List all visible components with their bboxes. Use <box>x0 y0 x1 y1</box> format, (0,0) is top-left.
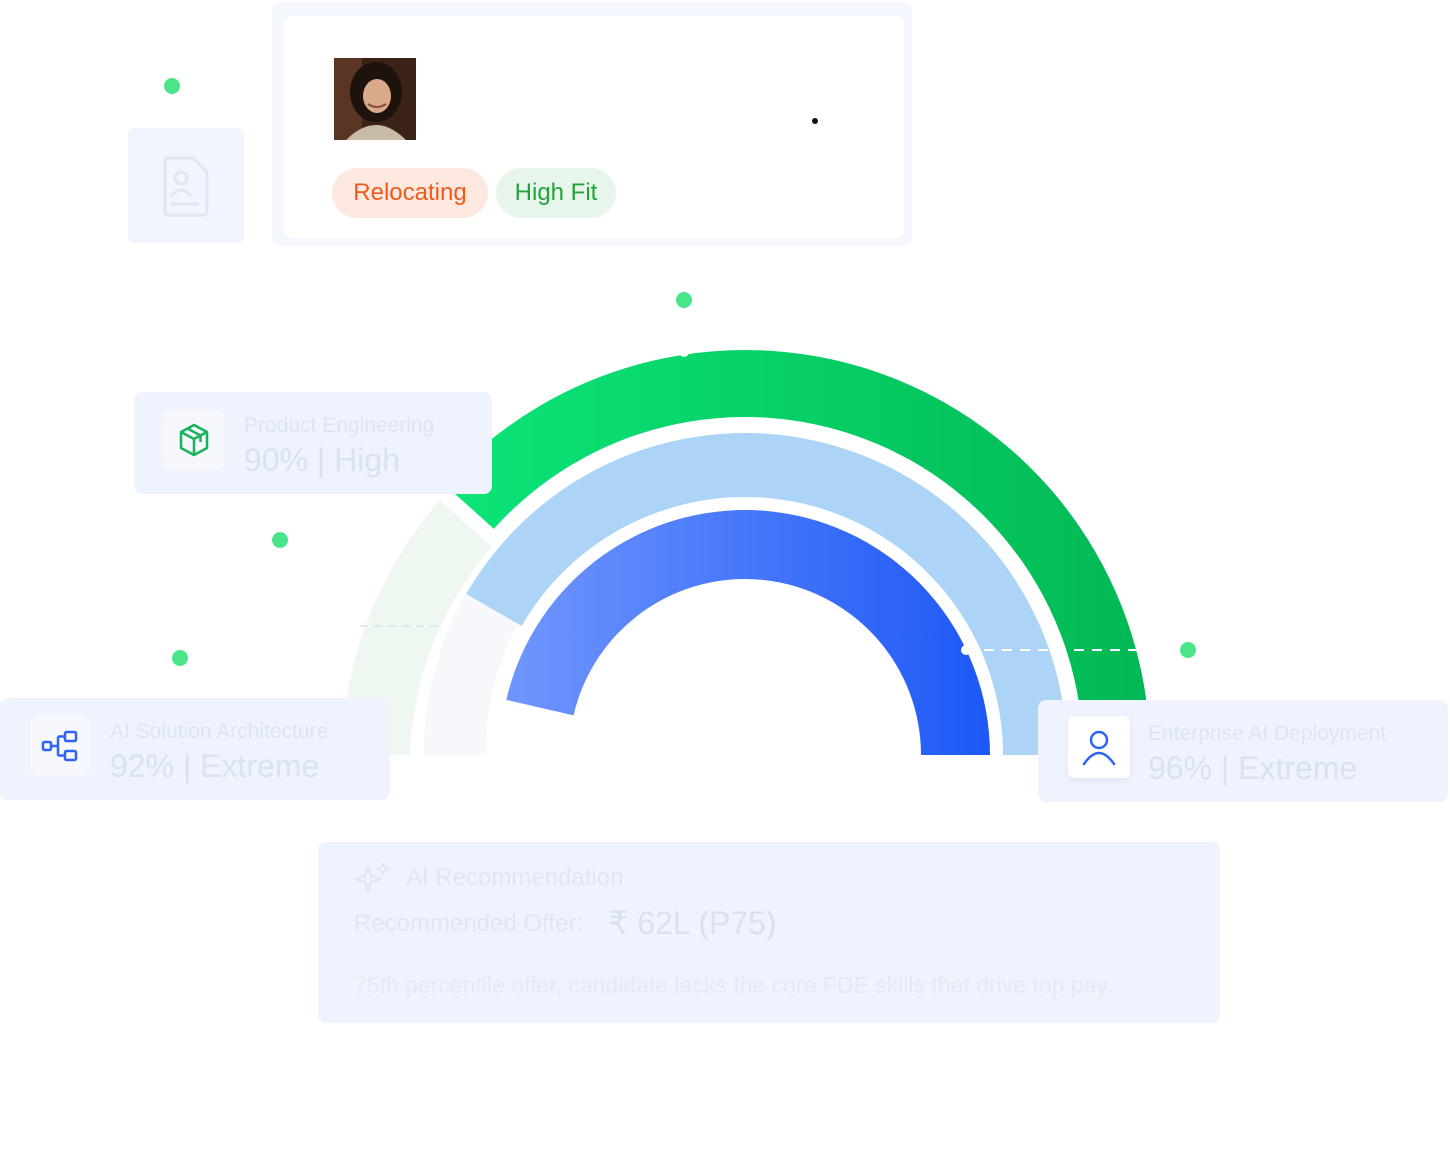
skill-score: 90% | High <box>244 442 400 478</box>
relocating-badge: Relocating <box>332 168 488 218</box>
resume-card[interactable] <box>128 128 244 243</box>
recommendation-title: AI Recommendation <box>406 864 624 891</box>
user-icon-box <box>1068 716 1130 778</box>
connector-dot <box>1180 642 1196 658</box>
status-dot <box>812 118 818 124</box>
connector-dot <box>272 532 288 548</box>
ring-product-engineering <box>444 349 1150 755</box>
product-engineering-card[interactable]: Product Engineering 90% | High <box>134 392 492 494</box>
user-icon <box>1082 730 1116 766</box>
ring-enterprise-ai-deployment <box>506 509 991 755</box>
offer-value: ₹ 62L (P75) <box>608 905 777 941</box>
cube-icon-box <box>164 410 224 470</box>
ring-remainder-outer <box>341 500 492 755</box>
skill-title: AI Solution Architecture <box>110 720 329 743</box>
ring-ai-solution-architecture <box>466 433 1067 755</box>
offer-label: Recommended Offer: <box>354 910 583 937</box>
candidate-profile-card: Relocating High Fit <box>272 2 912 246</box>
connector-dot <box>172 650 188 666</box>
sparkle-icon <box>353 862 390 894</box>
cube-icon <box>179 423 209 457</box>
recommendation-note: 75th percentile offer, candidate lacks t… <box>354 972 1113 998</box>
hierarchy-icon <box>41 730 78 762</box>
ai-recommendation-card: AI Recommendation Recommended Offer: ₹ 6… <box>318 842 1220 1023</box>
skill-score: 96% | Extreme <box>1148 750 1358 786</box>
skill-title: Product Engineering <box>244 414 435 437</box>
ring-remainder-middle <box>423 590 520 755</box>
high-fit-badge: High Fit <box>496 168 616 218</box>
ai-solution-architecture-card[interactable]: AI Solution Architecture 92% | Extreme <box>0 698 390 800</box>
hierarchy-icon-box <box>30 716 90 776</box>
skill-score: 92% | Extreme <box>110 748 320 784</box>
avatar <box>334 58 416 140</box>
connector-dot <box>164 78 180 94</box>
resume-document-icon <box>163 156 209 216</box>
candidate-profile-inner: Relocating High Fit <box>284 16 904 238</box>
connector-dot <box>676 292 692 308</box>
skill-title: Enterprise AI Deployment <box>1148 722 1387 745</box>
